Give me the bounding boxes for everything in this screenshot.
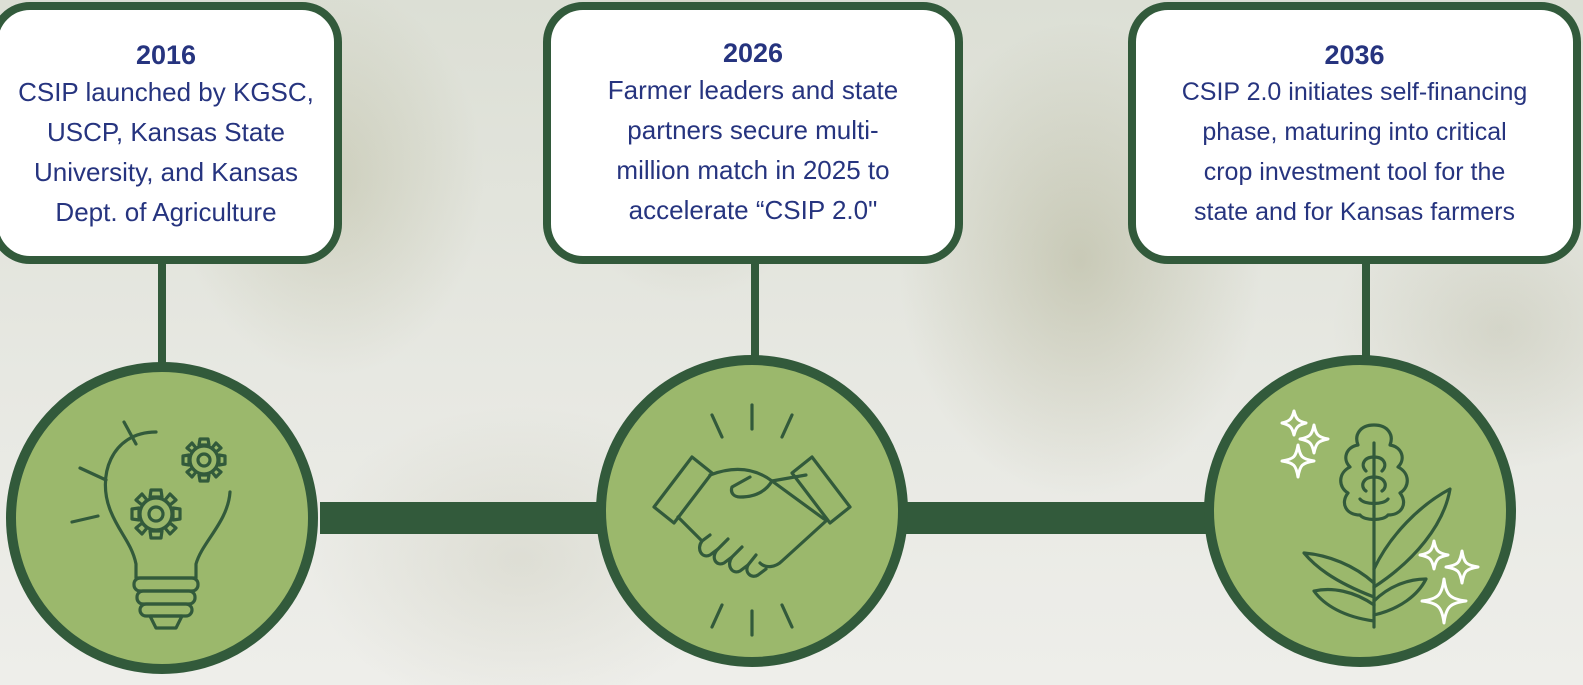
milestone-year: 2016 (135, 40, 197, 70)
timeline-connector-1 (320, 502, 610, 534)
timeline-stem-3 (1362, 258, 1370, 368)
milestone-description-line: Dept. of Agriculture (55, 197, 277, 227)
milestone-node-2016 (6, 362, 318, 674)
milestone-description-line: CSIP 2.0 initiates self-financing (1181, 78, 1528, 106)
lightbulb-gears-icon (70, 420, 232, 630)
milestone-description-line: accelerate “CSIP 2.0" (628, 195, 878, 225)
milestone-year: 2026 (722, 38, 784, 68)
milestone-description-line: state and for Kansas farmers (1194, 198, 1515, 226)
sorghum-plant-sparkles-icon (1280, 409, 1480, 629)
milestone-description-line: partners secure multi- (627, 115, 879, 145)
milestone-card-2026: 2026 Farmer leaders and state partners s… (543, 2, 963, 264)
milestone-description: CSIP launched by KGSC, USCP, Kansas Stat… (18, 72, 314, 232)
milestone-description-line: crop investment tool for the (1203, 158, 1506, 186)
milestone-description: Farmer leaders and state partners secure… (608, 70, 898, 230)
milestone-card-2036: 2036 CSIP 2.0 initiates self-financing p… (1128, 2, 1581, 264)
timeline-connector-2 (905, 502, 1215, 534)
milestone-year: 2036 (1324, 40, 1385, 70)
milestone-description-line: million match in 2025 to (616, 155, 890, 185)
milestone-description: CSIP 2.0 initiates self-financing phase,… (1182, 72, 1528, 232)
milestone-description-line: USCP, Kansas State (46, 117, 285, 147)
milestone-description-line: University, and Kansas (34, 157, 298, 187)
milestone-node-2036 (1204, 355, 1516, 667)
timeline-stem-1 (158, 258, 166, 368)
milestone-description-line: Farmer leaders and state (607, 75, 899, 105)
milestone-description-line: phase, maturing into critical (1202, 118, 1507, 146)
milestone-card-2016: 2016 CSIP launched by KGSC, USCP, Kansas… (0, 2, 342, 264)
milestone-description-line: CSIP launched by KGSC, (18, 77, 314, 107)
milestone-node-2026 (596, 355, 908, 667)
timeline-stem-2 (751, 258, 759, 368)
handshake-icon (652, 403, 852, 637)
